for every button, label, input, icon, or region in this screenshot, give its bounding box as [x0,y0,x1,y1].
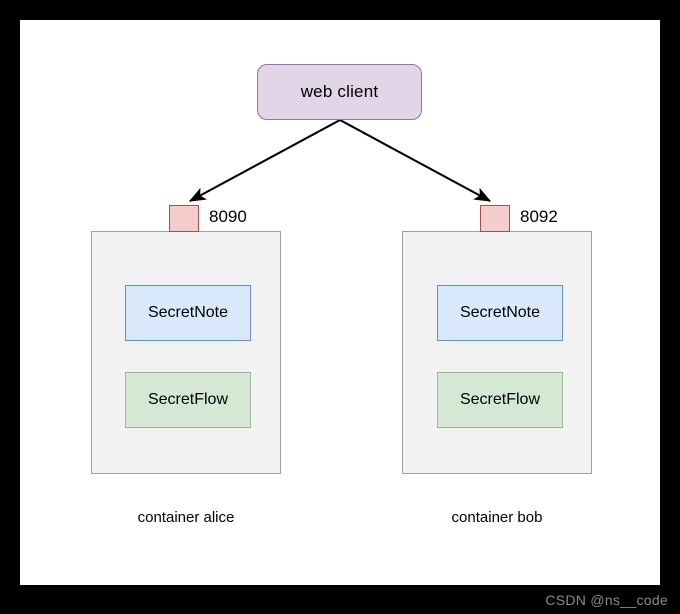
service-bob-secretnote[interactable]: SecretNote [437,285,563,341]
port-alice-label: 8090 [209,207,247,226]
caption-container-alice: container alice [137,509,235,526]
service-bob-secretflow[interactable]: SecretFlow [437,372,563,428]
csdn-watermark: CSDN @ns__code [545,592,668,608]
node-web-client[interactable]: web client [257,64,422,120]
port-alice-8090[interactable] [169,205,199,232]
service-alice-secretflow[interactable]: SecretFlow [125,372,251,428]
diagram-canvas: web client 8090 SecretNote SecretFlow co… [20,20,660,585]
caption-container-bob: container bob [451,509,543,526]
container-alice[interactable] [91,231,281,474]
port-bob-8092[interactable] [480,205,510,232]
port-bob-label: 8092 [520,207,558,226]
service-alice-secretnote[interactable]: SecretNote [125,285,251,341]
arrow-web-client-to-8090 [188,119,341,202]
arrow-web-client-to-8092 [339,119,492,202]
container-bob[interactable] [402,231,592,474]
